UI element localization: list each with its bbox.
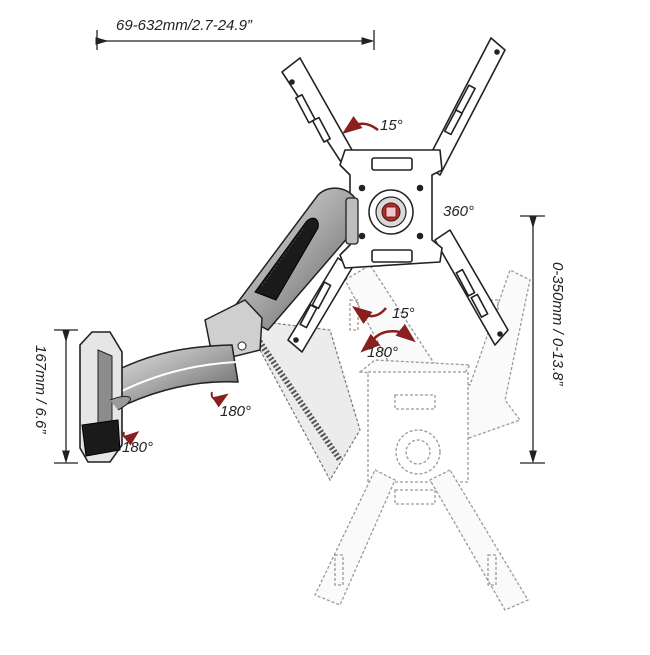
rotation-hub — [368, 189, 414, 235]
swivel-plate-indicator: 180° — [360, 323, 416, 361]
rotation-indicator: 360° — [443, 203, 474, 220]
tilt-down-indicator: 15° — [351, 305, 415, 324]
tilt-down-label: 15° — [392, 305, 415, 322]
lowered-arm-ghost — [247, 319, 361, 482]
tilt-up-indicator: 15° — [341, 116, 403, 134]
lowered-vesa-plate-ghost — [314, 264, 531, 611]
tilt-up-label: 15° — [380, 117, 403, 134]
swivel-elbow-indicator: 180° — [210, 391, 251, 420]
swivel-wall-label: 180° — [122, 439, 153, 456]
wall-plate — [79, 331, 131, 463]
rotation-label: 360° — [443, 203, 474, 220]
vertical-travel-label: 0-350mm / 0-13.8” — [549, 262, 566, 386]
swivel-plate-label: 180° — [367, 344, 398, 361]
swivel-wall-indicator: 180° — [122, 431, 153, 456]
extension-dimension: 69-632mm/2.7-24.9” — [95, 17, 375, 50]
wall-plate-label: 167mm / 6.6” — [32, 345, 49, 434]
swivel-elbow-label: 180° — [220, 403, 251, 420]
gas-spring-arm — [107, 187, 359, 410]
extension-label: 69-632mm/2.7-24.9” — [116, 17, 253, 34]
wall-plate-dimension: 167mm / 6.6” — [32, 329, 78, 464]
vertical-travel-dimension: 0-350mm / 0-13.8” — [520, 215, 566, 464]
